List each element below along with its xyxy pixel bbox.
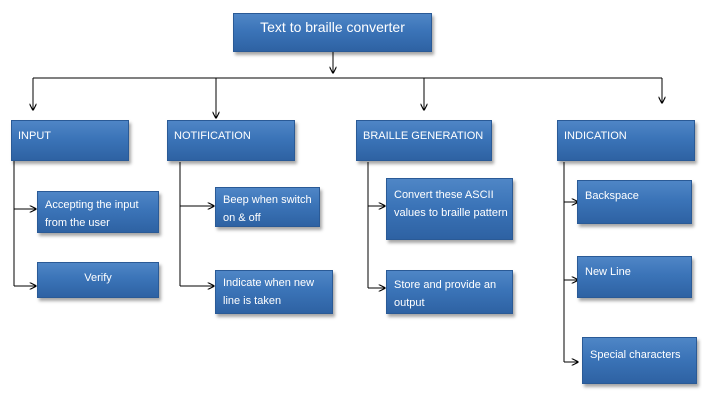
input-item-accepting: Accepting the input from the user <box>37 191 159 233</box>
indication-item-backspace-label: Backspace <box>585 190 639 202</box>
category-braille-generation-label: BRAILLE GENERATION <box>363 130 484 142</box>
braille-item-store: Store and provide an output <box>386 270 513 314</box>
indication-item-backspace: Backspace <box>577 180 692 224</box>
notification-item-beep-label: Beep when switch on & off <box>223 194 312 224</box>
notification-item-new-line: Indicate when new line is taken <box>215 270 333 314</box>
input-item-verify: Verify <box>37 262 159 298</box>
category-notification-label: NOTIFICATION <box>174 130 251 142</box>
diagram-title-box: Text to braille converter <box>233 13 432 52</box>
category-notification: NOTIFICATION <box>167 120 295 161</box>
braille-item-store-label: Store and provide an output <box>394 279 497 309</box>
diagram-title: Text to braille converter <box>260 19 405 35</box>
braille-item-convert-label: Convert these ASCII values to braille pa… <box>394 189 508 219</box>
category-braille-generation: BRAILLE GENERATION <box>356 120 492 161</box>
notification-item-beep: Beep when switch on & off <box>215 187 320 227</box>
category-input-label: INPUT <box>18 130 51 142</box>
indication-item-special-characters-label: Special characters <box>590 349 681 361</box>
category-indication: INDICATION <box>557 120 695 161</box>
braille-item-convert: Convert these ASCII values to braille pa… <box>386 178 513 240</box>
input-item-verify-label: Verify <box>84 272 112 284</box>
indication-item-new-line: New Line <box>577 256 692 298</box>
category-indication-label: INDICATION <box>564 130 627 142</box>
notification-item-new-line-label: Indicate when new line is taken <box>223 277 315 307</box>
input-item-accepting-label: Accepting the input from the user <box>45 199 139 229</box>
indication-item-special-characters: Special characters <box>582 337 697 384</box>
category-input: INPUT <box>11 120 129 161</box>
indication-item-new-line-label: New Line <box>585 266 631 278</box>
